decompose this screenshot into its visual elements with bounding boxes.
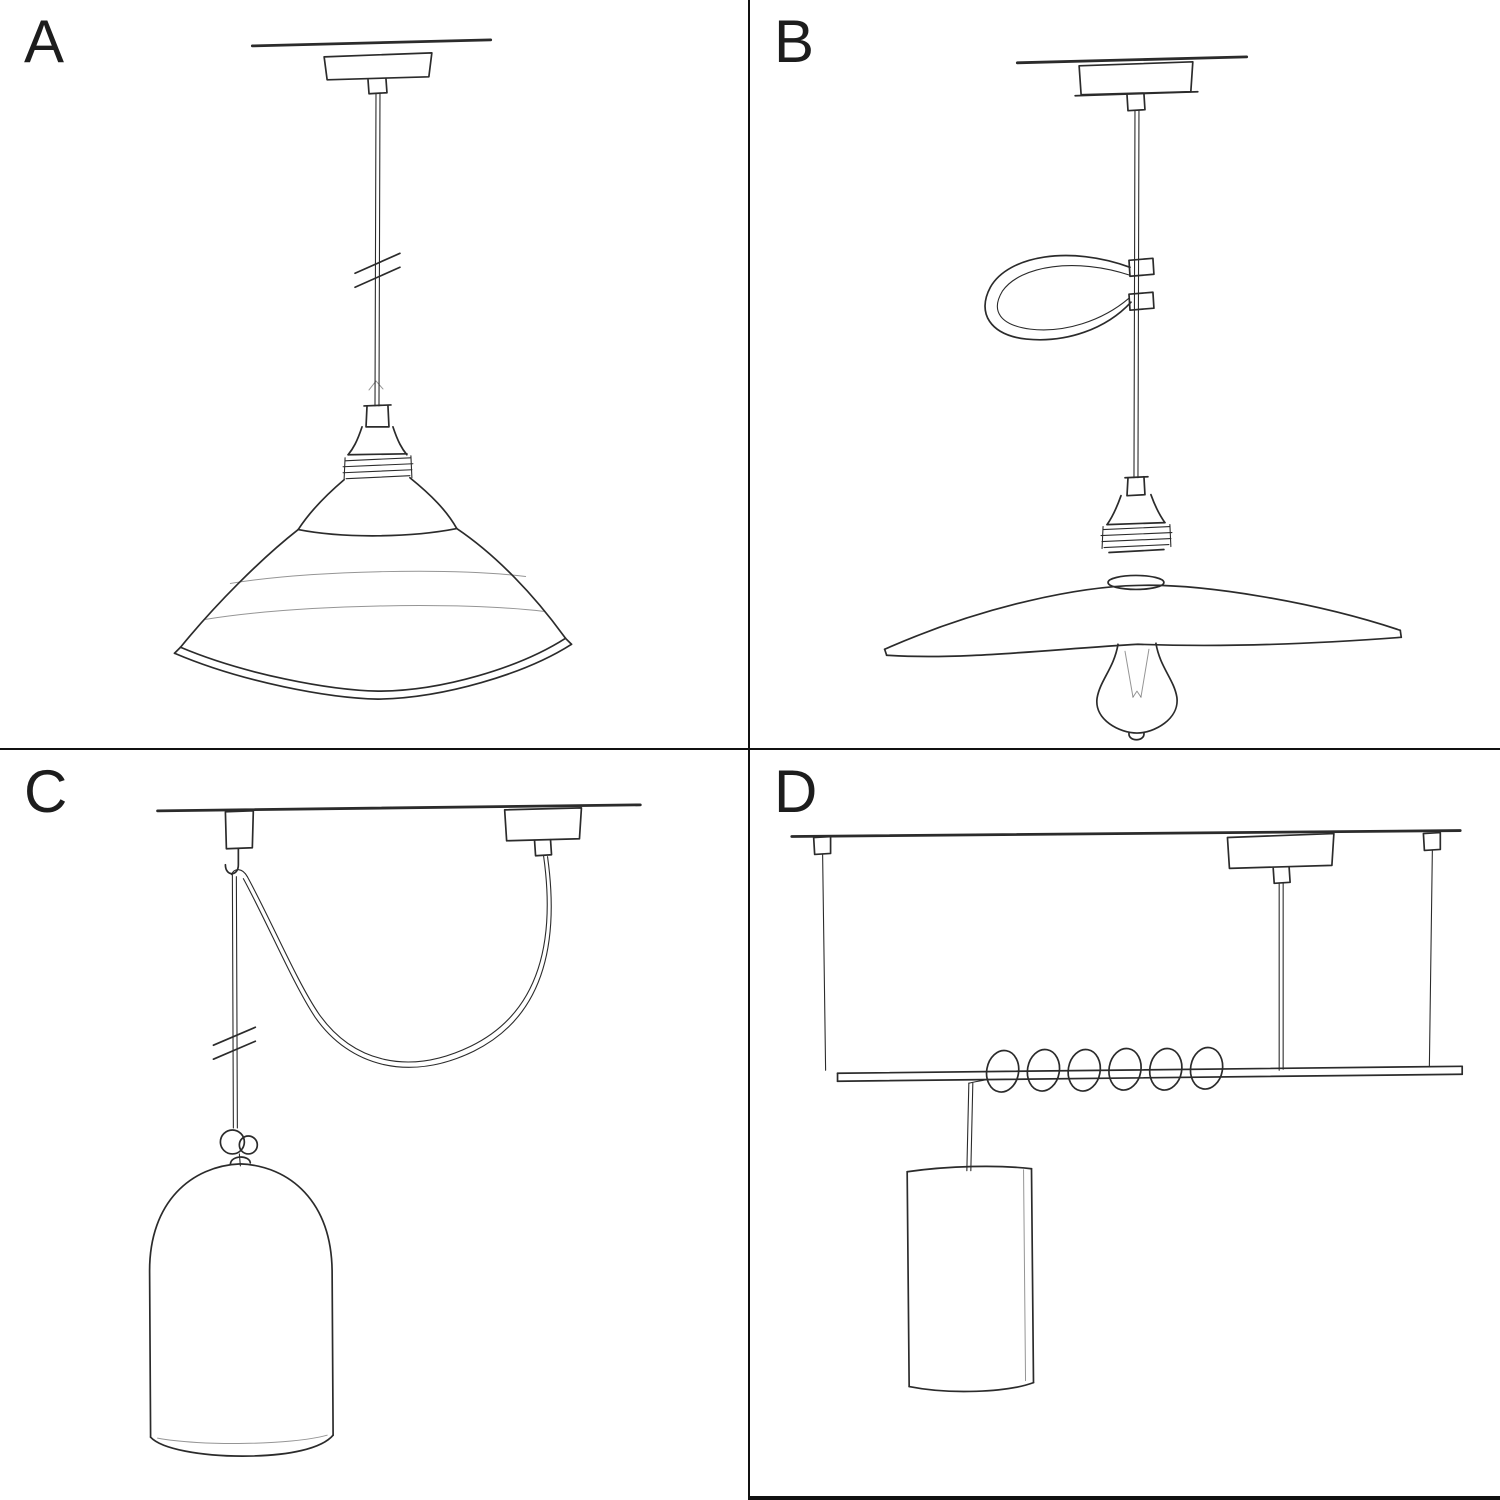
panel-d-label: D — [774, 758, 819, 825]
panel-b: B — [750, 0, 1500, 750]
wide-metal-shade — [173, 476, 573, 700]
ceiling-line — [250, 38, 493, 48]
ceiling-rose — [323, 52, 433, 95]
coiled-cable — [968, 1046, 1224, 1093]
swag-pendant-sketch-icon — [148, 803, 642, 1457]
light-bulb — [1096, 642, 1178, 741]
panel-a-label: A — [24, 8, 66, 75]
right-hanger-wire — [1422, 831, 1442, 1067]
ceiling-rose — [503, 807, 583, 857]
panel-b-label: B — [774, 8, 816, 75]
wire-cable-clip — [984, 254, 1155, 341]
cylinder-shade — [906, 1165, 1035, 1393]
pendant-cable — [354, 93, 401, 407]
pendant-cable-clip-sketch-icon — [883, 55, 1403, 741]
ceiling-line — [156, 803, 642, 813]
drop-cable — [966, 1082, 974, 1172]
bell-shade — [148, 1156, 334, 1457]
swag-cable — [230, 855, 552, 1068]
left-hanger-wire — [812, 835, 832, 1071]
ceiling-hook — [224, 809, 255, 875]
ceiling-line — [1015, 55, 1249, 65]
panel-d: D — [750, 750, 1500, 1500]
panel-a: A — [0, 0, 750, 750]
ceiling-rose — [1074, 60, 1199, 112]
drop-cable — [212, 874, 257, 1129]
pendant-coiled-bar-sketch-icon — [790, 829, 1464, 1393]
ceiling-rose — [1226, 832, 1335, 1071]
ceiling-line — [790, 829, 1462, 838]
panel-c: C — [0, 750, 750, 1500]
cable-knot — [219, 1129, 259, 1167]
lamp-holder — [1100, 475, 1173, 591]
flat-plate-shade — [883, 584, 1403, 658]
pendant-straight-drop-sketch-icon — [173, 38, 573, 700]
lamp-holder — [342, 404, 414, 481]
panel-c-label: C — [24, 758, 69, 825]
